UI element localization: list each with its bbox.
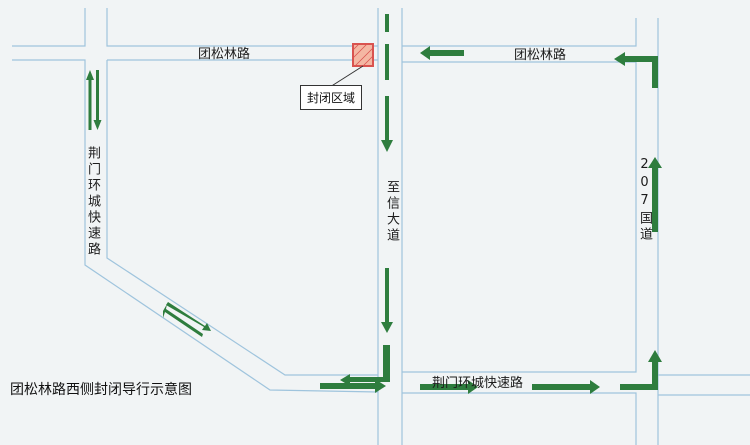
arrow-ring-west-to-east-1 — [320, 379, 386, 393]
closure-hatch — [352, 43, 374, 67]
arrow-ring-west-down — [93, 70, 102, 130]
arrow-zhixin-seg-2 — [385, 44, 389, 80]
road-edge-inner-diag — [106, 60, 378, 376]
arrow-zhixin-seg-3 — [385, 96, 389, 140]
arrow-tsl-east-west — [420, 46, 464, 60]
road-edge-ring-south-outer — [402, 392, 637, 445]
arrow-ring-south-1 — [420, 380, 478, 394]
arrow-ring-west-up — [86, 70, 94, 130]
arrow-zhixin-seg-4 — [385, 268, 389, 324]
arrow-207-turn-north — [620, 350, 662, 390]
road-label-jingmen-ring-south: 荆门环城快速路 — [432, 376, 524, 391]
road-edge-ring-west-lower — [12, 59, 379, 393]
arrow-ring-south-2 — [532, 380, 600, 394]
arrow-zhixin-head-1 — [381, 140, 393, 152]
detour-arrows — [86, 14, 662, 394]
road-label-zhixin-avenue: 至信大道 — [384, 180, 399, 244]
arrow-zhixin-seg-1 — [385, 14, 389, 32]
arrow-diag-upper — [166, 302, 211, 331]
road-label-jingmen-ring-west: 荆门环城快速路 — [85, 146, 100, 258]
arrow-zhixin-turn-east — [340, 345, 390, 386]
road-label-tuansonglin-east: 团松林路 — [514, 48, 567, 63]
closure-leader-line — [329, 65, 364, 88]
road-label-national-207: 207国道 — [637, 157, 652, 243]
arrow-207-turn-west — [614, 52, 658, 88]
arrow-207-north — [648, 157, 662, 232]
road-edge-tsl-east-top — [402, 18, 637, 47]
road-edges — [12, 8, 750, 445]
road-edge-207-inner — [402, 62, 637, 373]
road-label-tuansonglin-west: 团松林路 — [198, 47, 251, 62]
arrow-zhixin-head-2 — [381, 322, 393, 333]
map-caption: 团松林路西侧封闭导行示意图 — [10, 382, 192, 398]
closure-area-label: 封闭区域 — [300, 85, 363, 110]
road-edge-ring-west-outer — [12, 8, 86, 47]
road-edge-ring-west-inner — [106, 8, 378, 47]
arrow-diag-lower — [163, 304, 203, 337]
